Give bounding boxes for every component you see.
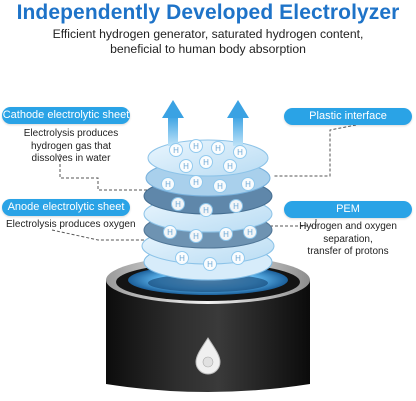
- bubble-symbol: H: [223, 230, 229, 239]
- anode-label: Anode electrolytic sheet: [2, 199, 130, 216]
- hydrogen-bubble: H: [199, 155, 213, 169]
- hydrogen-bubble: H: [211, 141, 225, 155]
- hydrogen-bubble: H: [229, 199, 243, 213]
- power-button-icon[interactable]: [195, 337, 221, 375]
- bubble-symbol: H: [193, 178, 199, 187]
- bubble-symbol: H: [175, 200, 181, 209]
- hydrogen-bubble: H: [223, 159, 237, 173]
- bubble-symbol: H: [167, 228, 173, 237]
- leader-lines: [51, 124, 357, 241]
- bubble-symbol: H: [193, 232, 199, 241]
- hydrogen-bubble: H: [231, 251, 245, 265]
- pem-description: Hydrogen and oxygen separation, transfer…: [286, 221, 410, 259]
- hydrogen-bubble: H: [171, 197, 185, 211]
- pem-desc-line: Hydrogen and oxygen: [299, 221, 397, 232]
- bubble-symbol: H: [215, 144, 221, 153]
- bubble-symbol: H: [179, 254, 185, 263]
- bubble-symbol: H: [173, 146, 179, 155]
- cathode-desc-line: hydrogen gas that: [30, 140, 112, 152]
- page-title: Independently Developed Electrolyzer: [16, 1, 400, 24]
- hydrogen-bubble: H: [163, 225, 177, 239]
- cathode-desc-line: Electrolysis produces: [23, 128, 119, 139]
- cathode-label: Cathode electrolytic sheet: [2, 107, 130, 124]
- bubble-symbol: H: [217, 182, 223, 191]
- hydrogen-bubble: H: [189, 139, 203, 153]
- pem-desc-line: separation,: [323, 233, 373, 245]
- bubble-symbol: H: [203, 158, 209, 167]
- hydrogen-bubble: H: [219, 227, 233, 241]
- pem-desc-line: transfer of protons: [307, 246, 389, 257]
- bubble-symbol: H: [203, 206, 209, 215]
- hydrogen-bubble: H: [161, 177, 175, 191]
- hydrogen-bubble: H: [189, 175, 203, 189]
- bubble-symbol: H: [193, 142, 199, 151]
- bubble-symbol: H: [237, 148, 243, 157]
- hydrogen-bubble: H: [179, 159, 193, 173]
- hydrogen-bubble: H: [189, 229, 203, 243]
- hydrogen-bubble: H: [243, 225, 257, 239]
- pem-label: PEM: [284, 201, 412, 218]
- bubble-symbol: H: [233, 202, 239, 211]
- bubble-symbol: H: [247, 228, 253, 237]
- hydrogen-bubble: H: [169, 143, 183, 157]
- cathode-description: Electrolysis produces hydrogen gas that …: [16, 128, 126, 166]
- hydrogen-bubble: H: [241, 177, 255, 191]
- up-arrow-icon: [162, 100, 249, 146]
- plastic-interface-label: Plastic interface: [284, 108, 412, 125]
- hydrogen-bubble: H: [175, 251, 189, 265]
- hydrogen-bubble: H: [203, 257, 217, 271]
- anode-desc-line: Electrolysis produces oxygen: [6, 219, 136, 230]
- bubble-symbol: H: [183, 162, 189, 171]
- bubble-symbol: H: [245, 180, 251, 189]
- anode-description: Electrolysis produces oxygen: [6, 219, 146, 232]
- hydrogen-bubble: H: [213, 179, 227, 193]
- hydrogen-bubble: H: [199, 203, 213, 217]
- hydrogen-bubble: H: [233, 145, 247, 159]
- bubble-symbol: H: [235, 254, 241, 263]
- bubble-symbol: H: [207, 260, 213, 269]
- bubble-symbol: H: [165, 180, 171, 189]
- page-subtitle: Efficient hydrogen generator, saturated …: [52, 27, 364, 56]
- cathode-desc-line: dissolves in water: [31, 153, 111, 164]
- bubble-symbol: H: [227, 162, 233, 171]
